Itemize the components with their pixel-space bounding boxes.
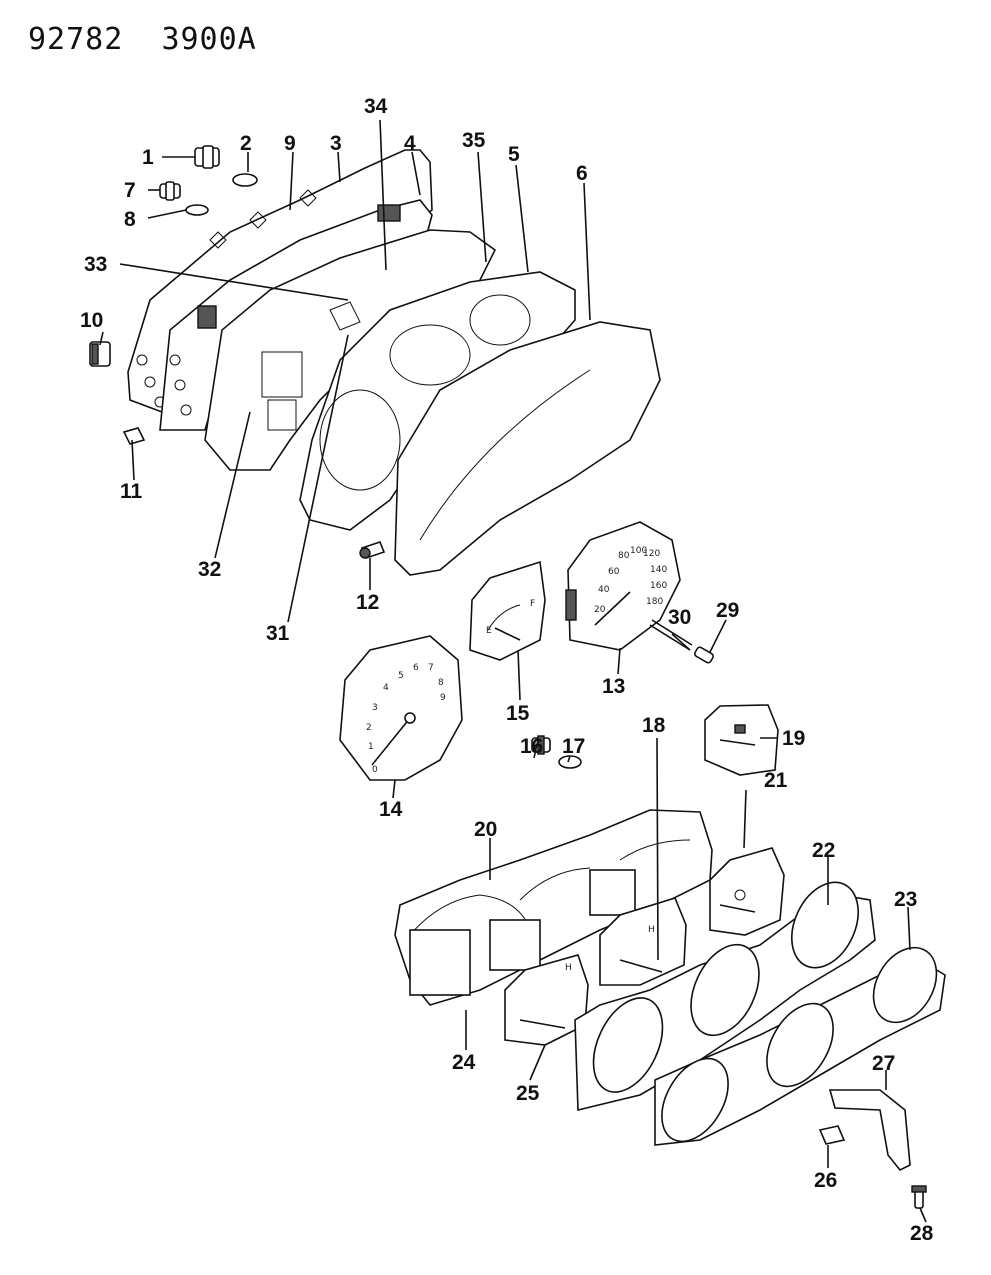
- callout-9: 9: [284, 132, 296, 155]
- drawing-code: 3900A: [161, 22, 257, 57]
- bulb-2: [232, 173, 258, 187]
- speedo-label-140: 140: [650, 565, 667, 575]
- callout-34: 34: [364, 95, 388, 118]
- speedo-label-100: 100: [630, 546, 647, 556]
- diagram-header: 92782 3900A: [28, 22, 257, 57]
- fuel-empty-label: E: [486, 626, 492, 636]
- bulb-socket-1: [194, 145, 220, 169]
- leader-lines: [99, 119, 927, 1223]
- part-number: 92782: [28, 22, 124, 57]
- callout-35: 35: [462, 129, 486, 152]
- speedo-label-80: 80: [618, 551, 630, 561]
- connector-10: [89, 341, 111, 367]
- callout-6: 6: [576, 162, 588, 185]
- callout-17: 17: [562, 735, 585, 758]
- speedo-label-120: 120: [643, 549, 660, 559]
- tach-label-2: 2: [366, 723, 372, 733]
- tach-label-3: 3: [372, 703, 378, 713]
- callout-14: 14: [379, 798, 403, 821]
- water-temp-gauge-18: H: [599, 897, 687, 986]
- oil-pressure-gauge-21: [709, 847, 785, 936]
- callout-25: 25: [516, 1082, 540, 1105]
- fuel-gauge: E F: [469, 560, 546, 661]
- bulb-8: [185, 204, 209, 216]
- callout-2: 2: [240, 132, 252, 155]
- callout-3: 3: [330, 132, 342, 155]
- callout-18: 18: [642, 714, 666, 737]
- callout-33: 33: [84, 253, 107, 276]
- speedo-label-60: 60: [608, 567, 620, 577]
- tach-label-1: 1: [368, 742, 374, 752]
- callout-31: 31: [266, 622, 290, 645]
- bulb-socket-7: [159, 181, 181, 201]
- callout-32: 32: [198, 558, 221, 581]
- callout-27: 27: [872, 1052, 895, 1075]
- tach-label-7: 7: [428, 663, 434, 673]
- callout-15: 15: [506, 702, 530, 725]
- fuel-full-label: F: [530, 599, 535, 609]
- callout-20: 20: [474, 818, 497, 841]
- tach-label-9: 9: [440, 693, 446, 703]
- callout-24: 24: [452, 1051, 476, 1074]
- callout-13: 13: [602, 675, 625, 698]
- callout-19: 19: [782, 727, 805, 750]
- oil-temp-gauge-25: H: [504, 954, 589, 1046]
- callout-7: 7: [124, 179, 136, 202]
- screw-28: [911, 1185, 927, 1209]
- tach-label-5: 5: [398, 671, 404, 681]
- speedo-label-160: 160: [650, 581, 667, 591]
- callout-10: 10: [80, 309, 103, 332]
- callout-30: 30: [668, 606, 691, 629]
- temp-hot-label: H: [648, 925, 655, 935]
- screw-12: [359, 541, 386, 559]
- speedometer-cable-30: [649, 619, 693, 651]
- clip-26: [818, 1125, 846, 1145]
- tach-label-8: 8: [438, 678, 444, 688]
- callout-5: 5: [508, 143, 520, 166]
- callout-22: 22: [812, 839, 835, 862]
- callout-21: 21: [764, 769, 788, 792]
- voltmeter-gauge-19: [704, 704, 779, 776]
- speedometer: 20 40 60 80 100 120 140 160 180: [565, 521, 681, 651]
- speedo-label-40: 40: [598, 585, 610, 595]
- meter-glass: [394, 321, 661, 576]
- speedo-label-20: 20: [594, 605, 606, 615]
- callout-11: 11: [120, 480, 143, 503]
- callout-1: 1: [142, 146, 154, 169]
- bulb-29: [694, 646, 714, 664]
- speedo-label-180: 180: [646, 597, 663, 607]
- tach-label-6: 6: [413, 663, 419, 673]
- tach-label-4: 4: [383, 683, 389, 693]
- callout-8: 8: [124, 208, 136, 231]
- oil-temp-hot-label: H: [565, 963, 572, 973]
- callout-labels: 1 2 3 4 5 6 7 8 9 10 11 12 13 14 15 16 1…: [80, 95, 934, 1245]
- callout-28: 28: [910, 1222, 934, 1245]
- callout-16: 16: [520, 735, 543, 758]
- tachometer: 0 1 2 3 4 5 6 7 8 9: [339, 635, 463, 781]
- gauge-bezel-lens-23: [654, 946, 946, 1146]
- gauge-bezel-lens-22: [574, 881, 876, 1112]
- callout-12: 12: [356, 591, 379, 614]
- clip-11: [122, 427, 146, 445]
- bracket-27: [828, 1089, 911, 1172]
- callout-4: 4: [404, 132, 416, 155]
- callout-29: 29: [716, 599, 739, 622]
- tach-label-0: 0: [372, 765, 378, 775]
- callout-26: 26: [814, 1169, 837, 1192]
- callout-23: 23: [894, 888, 917, 911]
